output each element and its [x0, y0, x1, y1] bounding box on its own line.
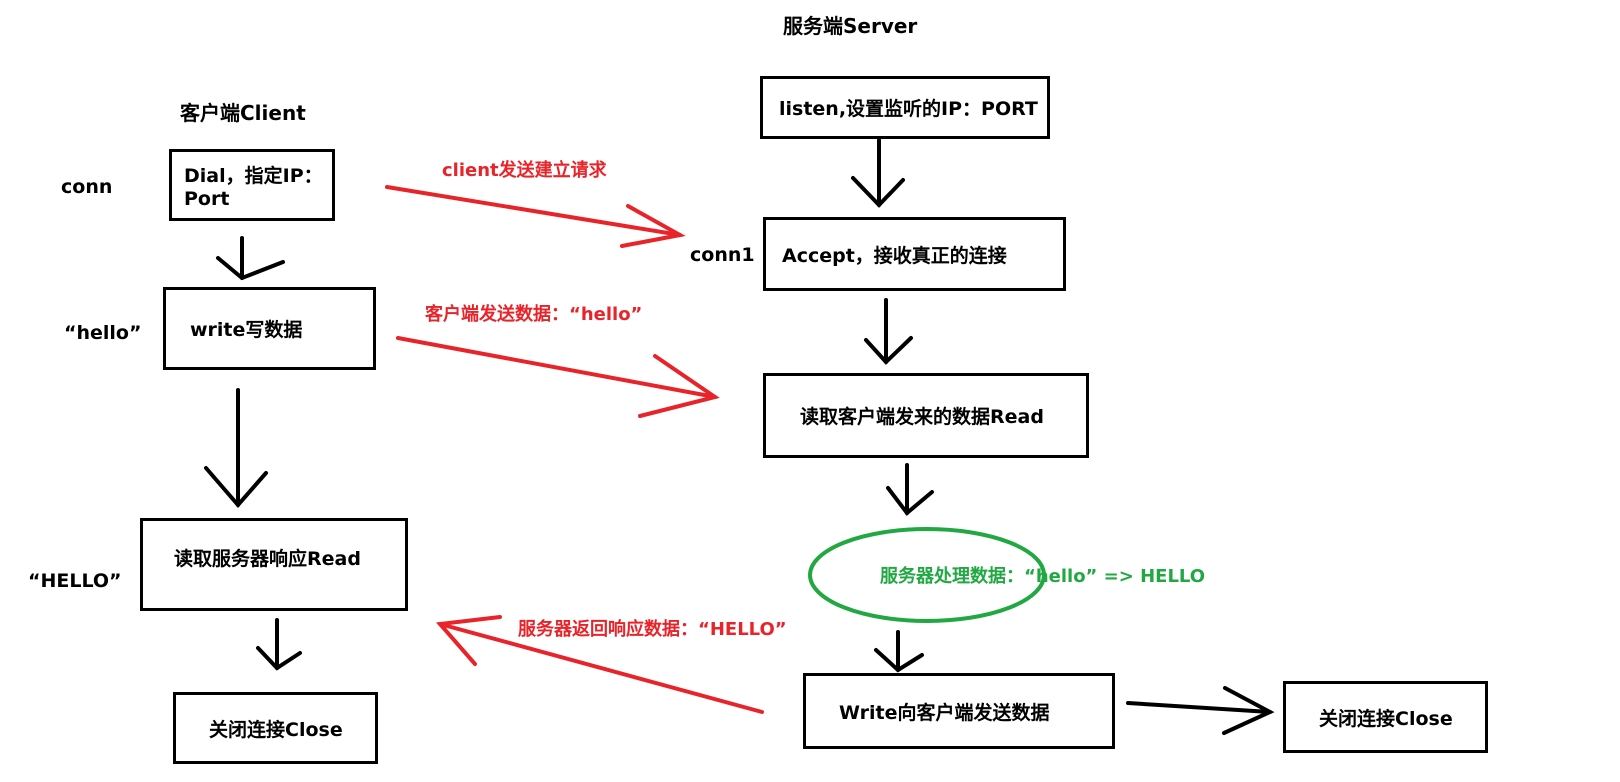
response-label: 服务器返回响应数据：“HELLO” [518, 619, 787, 640]
server-close-label: 关闭连接Close [1319, 707, 1453, 730]
accept-label: Accept，接收真正的连接 [782, 244, 1007, 267]
arrowhead [874, 648, 924, 673]
client-title: 客户端Client [180, 101, 306, 125]
server-write-box: Write向客户端发送数据 [803, 673, 1115, 749]
arrowhead [256, 646, 302, 671]
server-read-box: 读取客户端发来的数据Read [763, 373, 1089, 458]
arrowhead [851, 176, 905, 208]
dial-box: Dial，指定IP：Port [169, 149, 335, 221]
server-read-label: 读取客户端发来的数据Read [800, 406, 1044, 428]
arrowhead [886, 486, 934, 516]
conn1-label: conn1 [690, 244, 755, 266]
listen-box: listen,设置监听的IP：PORT [760, 76, 1050, 139]
arrow-connect-request [385, 185, 682, 237]
arrow-response [438, 622, 764, 714]
arrow-send-hello [396, 336, 717, 399]
arrowhead [1222, 686, 1275, 735]
process-label: 服务器处理数据：“hello” => HELLO [880, 566, 1206, 587]
process-ellipse [808, 527, 1046, 623]
arrowhead [216, 256, 285, 281]
arrowhead [435, 615, 502, 666]
arrowhead [204, 466, 268, 509]
arrow-write-to-close [1126, 701, 1272, 714]
listen-label: listen,设置监听的IP：PORT [779, 98, 1038, 120]
server-arrows [851, 138, 1275, 735]
accept-box: Accept，接收真正的连接 [763, 217, 1066, 291]
dial-label: Dial，指定IP：Port [184, 164, 323, 210]
arrowhead [620, 204, 686, 248]
client-write-label: write写数据 [190, 319, 303, 341]
arrowhead [638, 354, 720, 418]
client-read-box: 读取服务器响应Read [140, 518, 408, 611]
message-arrows [385, 185, 764, 714]
server-write-label: Write向客户端发送数据 [839, 701, 1050, 724]
HELLO-note: “HELLO” [28, 570, 122, 592]
client-arrows [204, 236, 302, 671]
conn-label: conn [61, 176, 113, 198]
server-title: 服务端Server [783, 14, 918, 38]
send-data-label: 客户端发送数据：“hello” [425, 304, 643, 325]
client-read-label: 读取服务器响应Read [174, 548, 361, 570]
hello-note: “hello” [64, 322, 142, 344]
server-close-box: 关闭连接Close [1283, 681, 1488, 753]
client-close-label: 关闭连接Close [209, 718, 343, 741]
arrowhead [864, 336, 913, 365]
client-write-box: write写数据 [163, 287, 376, 370]
connect-request-label: client发送建立请求 [442, 160, 607, 181]
client-close-box: 关闭连接Close [173, 692, 378, 764]
